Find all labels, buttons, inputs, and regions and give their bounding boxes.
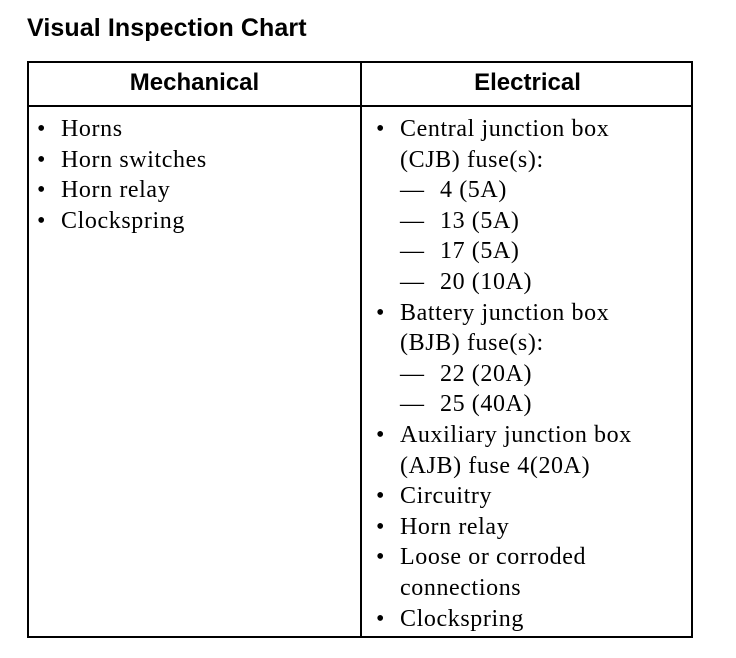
bullet-icon: • <box>376 544 386 571</box>
dash-icon: — <box>400 268 425 295</box>
electrical-item-loose-connections: Loose or corroded <box>400 544 587 571</box>
electrical-item-bjb-cont: (BJB) fuse(s): <box>400 330 544 357</box>
list-item: • Central junction box <box>362 114 693 145</box>
electrical-item-cjb: Central junction box <box>400 116 610 142</box>
sub-item: — 22 (20A) <box>362 359 693 390</box>
mechanical-item-clockspring: Clockspring <box>61 207 185 234</box>
sub-item: — 4 (5A) <box>362 175 693 206</box>
dash-icon: — <box>400 177 425 204</box>
bullet-icon: • <box>37 177 47 204</box>
fuse-value: 13 (5A) <box>440 207 520 234</box>
sub-item: — 20 (10A) <box>362 267 693 298</box>
bullet-icon: • <box>376 513 386 540</box>
list-item: • Auxiliary junction box <box>362 420 693 451</box>
list-item: • Horns <box>29 114 360 145</box>
list-item: • Battery junction box <box>362 298 693 329</box>
fuse-value: 4 (5A) <box>440 177 507 204</box>
electrical-item-clockspring: Clockspring <box>400 605 524 632</box>
header-divider <box>29 105 691 107</box>
electrical-item-horn-relay: Horn relay <box>400 513 510 540</box>
list-item: • Horn relay <box>362 512 693 543</box>
fuse-value: 17 (5A) <box>440 238 520 265</box>
bullet-icon: • <box>376 116 386 142</box>
bullet-icon: • <box>376 299 386 326</box>
bullet-icon: • <box>37 207 47 234</box>
mechanical-item-horn-relay: Horn relay <box>61 177 171 204</box>
sub-item: — 25 (40A) <box>362 389 693 420</box>
dash-icon: — <box>400 238 425 265</box>
dash-icon: — <box>400 391 425 418</box>
list-item: • Circuitry <box>362 481 693 512</box>
bullet-icon: • <box>376 421 386 448</box>
mechanical-header: Mechanical <box>129 69 260 96</box>
mechanical-list: • Horns • Horn switches • Horn relay • C… <box>29 114 360 236</box>
list-item-continuation: (BJB) fuse(s): <box>362 328 693 359</box>
electrical-item-ajb: Auxiliary junction box <box>400 421 632 448</box>
page-title: Visual Inspection Chart <box>27 14 307 42</box>
electrical-item-cjb-cont: (CJB) fuse(s): <box>400 146 544 173</box>
sub-item: — 17 (5A) <box>362 236 693 267</box>
electrical-item-loose-connections-cont: connections <box>400 574 522 601</box>
electrical-item-circuitry: Circuitry <box>400 483 493 510</box>
list-item-continuation: connections <box>362 573 693 604</box>
list-item: • Clockspring <box>29 206 360 237</box>
list-item: • Horn relay <box>29 175 360 206</box>
dash-icon: — <box>400 360 425 387</box>
mechanical-item-horn-switches: Horn switches <box>61 146 207 173</box>
electrical-item-bjb: Battery junction box <box>400 299 610 326</box>
list-item: • Loose or corroded <box>362 542 693 573</box>
column-divider <box>360 63 362 636</box>
list-item-continuation: (CJB) fuse(s): <box>362 145 693 176</box>
electrical-list: • Central junction box (CJB) fuse(s): — … <box>362 114 693 634</box>
list-item: • Horn switches <box>29 145 360 176</box>
inspection-table: Mechanical Electrical • Horns • Horn swi… <box>27 61 693 638</box>
fuse-value: 20 (10A) <box>440 268 533 295</box>
dash-icon: — <box>400 207 425 234</box>
electrical-item-ajb-cont: (AJB) fuse 4(20A) <box>400 452 591 479</box>
fuse-value: 22 (20A) <box>440 360 533 387</box>
sub-item: — 13 (5A) <box>362 206 693 237</box>
bullet-icon: • <box>376 483 386 510</box>
list-item-continuation: (AJB) fuse 4(20A) <box>362 451 693 482</box>
list-item: • Clockspring <box>362 604 693 635</box>
mechanical-item-horns: Horns <box>61 116 123 142</box>
electrical-header: Electrical <box>474 69 581 96</box>
bullet-icon: • <box>37 146 47 173</box>
bullet-icon: • <box>376 605 386 632</box>
fuse-value: 25 (40A) <box>440 391 533 418</box>
bullet-icon: • <box>37 116 47 142</box>
